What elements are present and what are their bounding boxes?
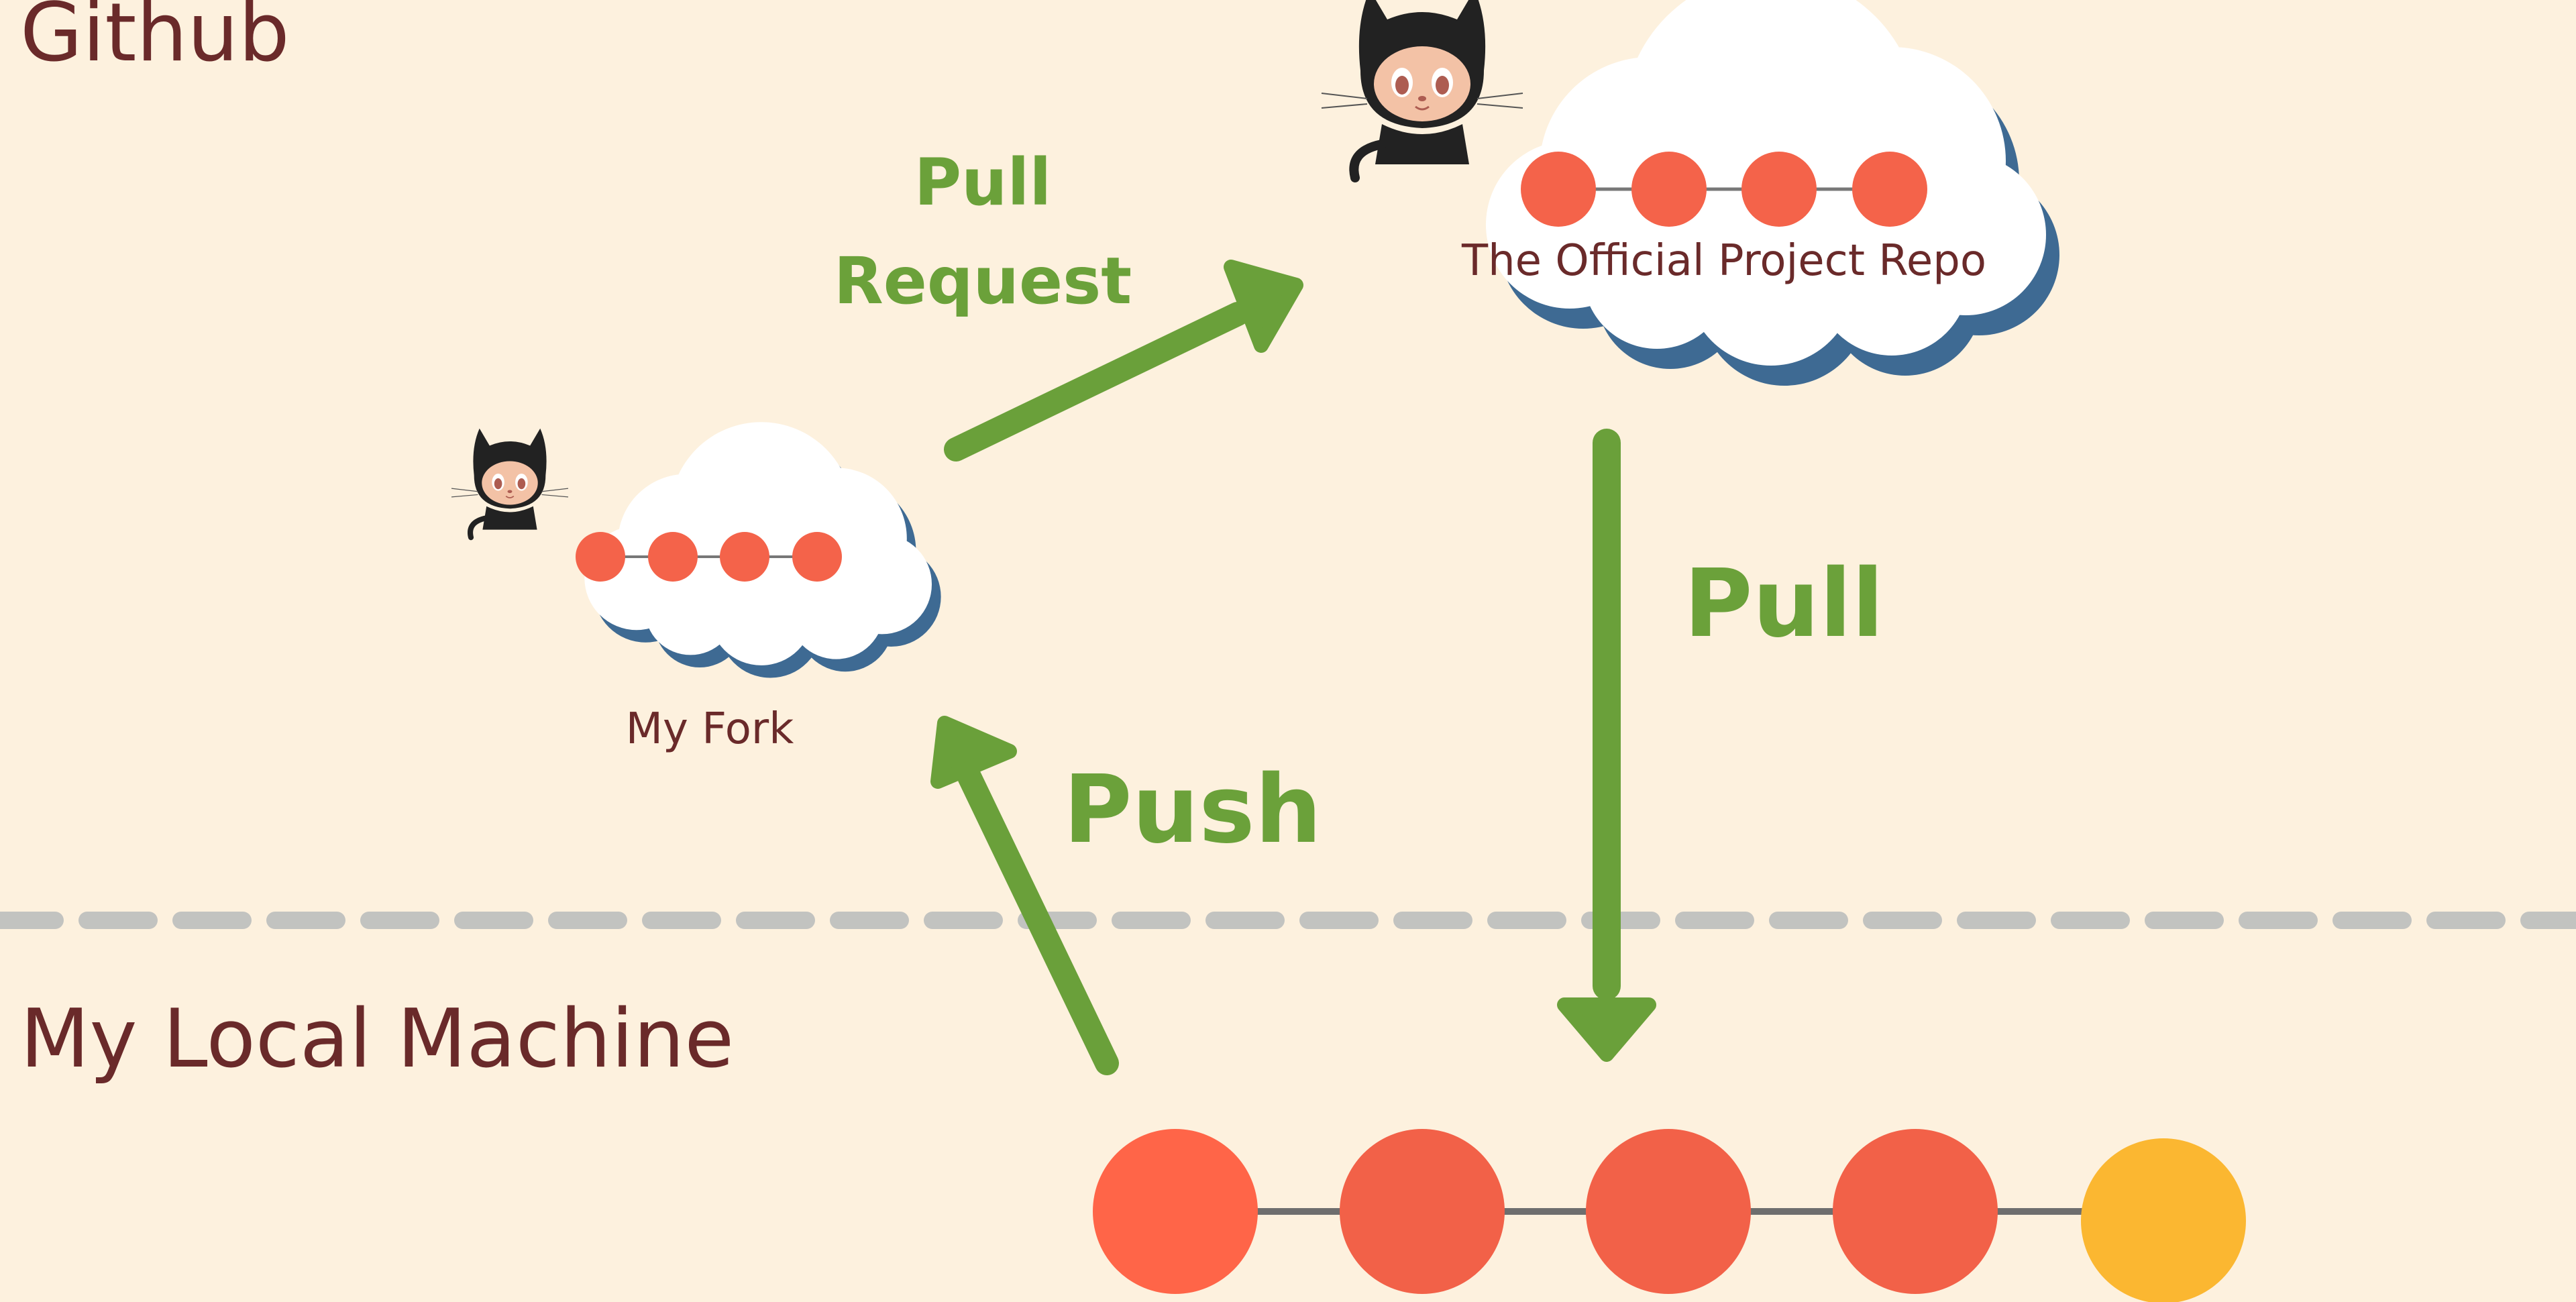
local-commit-chain — [1093, 1129, 2246, 1302]
official-repo-label: The Official Project Repo — [1461, 236, 1986, 286]
octocat-icon — [1322, 0, 1523, 178]
push-label: Push — [1063, 755, 1322, 865]
fork-label: My Fork — [626, 704, 794, 754]
pull-request-label-line2: Request — [834, 243, 1132, 319]
push-arrow — [930, 716, 1119, 1075]
fork-commit-2 — [648, 532, 698, 582]
local-commit-4 — [1833, 1129, 1998, 1294]
fork-commit-4 — [792, 532, 842, 582]
official-commit-4 — [1852, 152, 1927, 227]
local-commit-3 — [1586, 1129, 1751, 1294]
local-commit-2 — [1340, 1129, 1505, 1294]
local-machine-heading: My Local Machine — [20, 993, 734, 1086]
fork-commit-3 — [720, 532, 769, 582]
official-commit-3 — [1741, 152, 1817, 227]
github-heading: Github — [20, 0, 290, 80]
pull-arrow — [1557, 429, 1656, 1062]
local-commit-5 — [2081, 1138, 2246, 1302]
fork-commits — [576, 532, 842, 582]
local-commit-1 — [1093, 1129, 1258, 1294]
pull-request-label-line1: Pull — [914, 145, 1052, 220]
octocat-icon — [451, 429, 568, 537]
official-commit-2 — [1631, 152, 1707, 227]
official-repo-cloud: The Official Project Repo — [1461, 0, 2059, 386]
pull-label: Pull — [1684, 549, 1884, 659]
fork-commit-1 — [576, 532, 625, 582]
pull-request-arrow — [944, 260, 1303, 462]
official-commit-1 — [1521, 152, 1596, 227]
